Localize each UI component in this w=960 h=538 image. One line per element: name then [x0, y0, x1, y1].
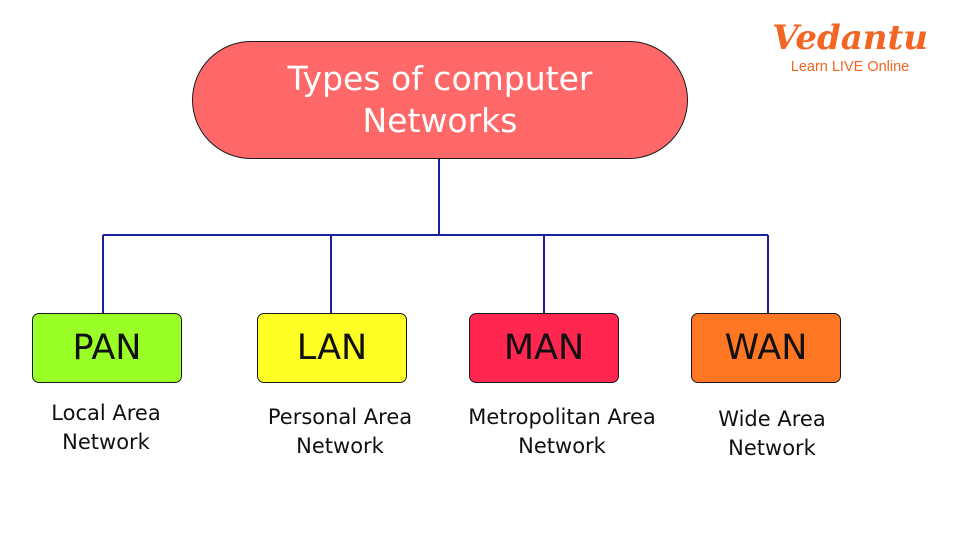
man-description: Metropolitan Area Network — [452, 403, 672, 461]
logo-tagline: Learn LIVE Online — [790, 59, 910, 75]
man-description-line1: Metropolitan Area — [468, 405, 656, 429]
root-title-line1: Types of computer — [287, 59, 593, 98]
node-wan-label: WAN — [724, 328, 808, 368]
node-lan-label: LAN — [296, 328, 368, 368]
lan-description: Personal Area Network — [240, 403, 440, 461]
wan-description: Wide Area Network — [672, 405, 872, 463]
vedantu-logo: Vedantu Learn LIVE Online — [770, 18, 930, 76]
logo-wordmark: Vedantu — [772, 18, 928, 58]
pan-description-line1: Local Area — [51, 401, 161, 425]
lan-description-line2: Network — [296, 434, 384, 458]
node-man-label: MAN — [503, 328, 585, 368]
pan-description-line2: Network — [62, 430, 150, 454]
wan-description-line2: Network — [728, 436, 816, 460]
root-node-types-of-networks: Types of computer Networks — [192, 41, 688, 159]
root-title-line2: Networks — [362, 101, 518, 140]
node-wan: WAN — [691, 313, 841, 383]
man-description-line2: Network — [518, 434, 606, 458]
lan-description-line1: Personal Area — [267, 405, 413, 429]
node-pan-label: PAN — [72, 328, 142, 368]
node-man: MAN — [469, 313, 619, 383]
node-lan: LAN — [257, 313, 407, 383]
wan-description-line1: Wide Area — [718, 407, 826, 431]
node-pan: PAN — [32, 313, 182, 383]
pan-description: Local Area Network — [6, 399, 206, 457]
